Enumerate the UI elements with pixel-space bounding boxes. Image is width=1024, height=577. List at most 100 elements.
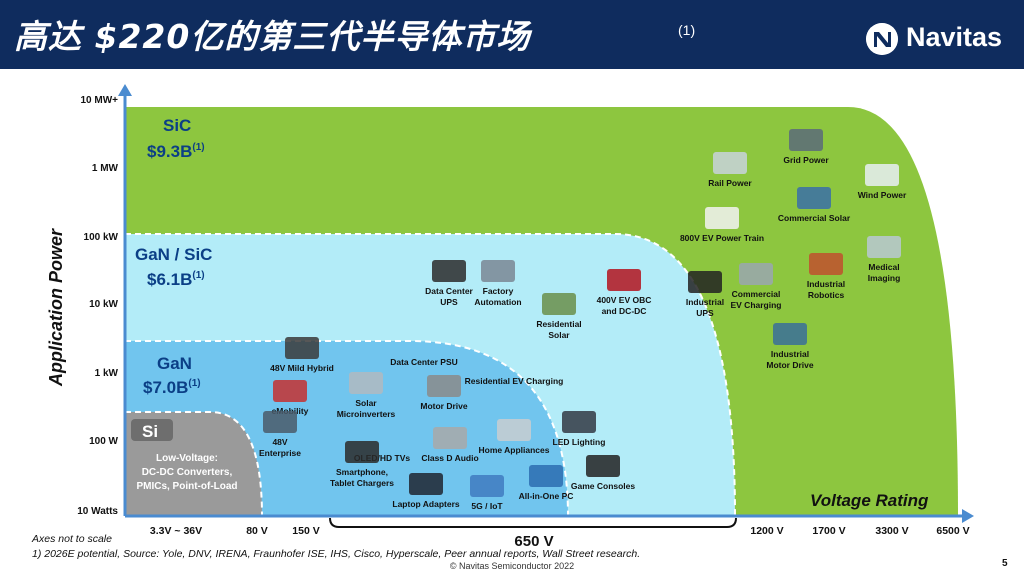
logo-text: Navitas bbox=[906, 22, 1003, 52]
application-icon bbox=[773, 323, 807, 345]
application-label: Smartphone, bbox=[336, 467, 388, 477]
x-axis-label: Voltage Rating bbox=[810, 491, 929, 510]
application-label: Motor Drive bbox=[420, 401, 468, 411]
title-banner: 高达 $220亿的第三代半导体市场 (1) Navitas bbox=[0, 0, 1024, 69]
application-label: OLED/HD TVs bbox=[354, 453, 410, 463]
application-icon bbox=[797, 187, 831, 209]
application-icon bbox=[586, 455, 620, 477]
application-icon bbox=[345, 441, 379, 463]
voltage-bracket-label: 650 V bbox=[514, 533, 553, 550]
application-label: Medical bbox=[868, 262, 899, 272]
y-tick-label: 1 MW bbox=[92, 163, 119, 174]
application-icon bbox=[529, 465, 563, 487]
y-tick-label: 100 W bbox=[89, 436, 118, 447]
application-label: Commercial bbox=[732, 289, 781, 299]
application-icon bbox=[867, 236, 901, 258]
application-label: Solar bbox=[548, 330, 570, 340]
gan-region-name: GaN bbox=[157, 354, 192, 373]
application-icon bbox=[809, 253, 843, 275]
x-tick-label: 3.3V ~ 36V bbox=[150, 525, 202, 537]
gan-sic-value-text: $6.1B bbox=[147, 270, 192, 289]
application-label: Data Center bbox=[425, 286, 473, 296]
application-icon bbox=[607, 269, 641, 291]
application-icon bbox=[285, 337, 319, 359]
application-label: All-in-One PC bbox=[519, 491, 574, 501]
application-icon bbox=[497, 419, 531, 441]
application-label: and DC-DC bbox=[602, 306, 647, 316]
x-tick-label: 3300 V bbox=[875, 525, 908, 537]
x-tick-label: 1700 V bbox=[812, 525, 845, 537]
application-icon bbox=[409, 473, 443, 495]
axes-note: Axes not to scale bbox=[31, 533, 112, 545]
application-label: Residential EV Charging bbox=[465, 376, 564, 386]
gan-value-note: (1) bbox=[188, 378, 200, 389]
application-icon bbox=[349, 372, 383, 394]
y-tick-label: 100 kW bbox=[84, 232, 119, 243]
x-tick-label: 1200 V bbox=[750, 525, 783, 537]
y-axis-arrow bbox=[118, 84, 132, 96]
application-label: Industrial bbox=[686, 297, 724, 307]
gan-sic-region-value: $6.1B(1) bbox=[147, 270, 205, 289]
navitas-logo: Navitas bbox=[866, 21, 1012, 55]
si-desc-line-3: PMICs, Point-of-Load bbox=[136, 481, 237, 492]
x-tick-label: 6500 V bbox=[936, 525, 969, 537]
application-label: Wind Power bbox=[858, 190, 907, 200]
application-icon bbox=[705, 207, 739, 229]
application-icon bbox=[427, 375, 461, 397]
application-label: Industrial bbox=[771, 349, 809, 359]
y-tick-label: 10 Watts bbox=[77, 506, 118, 517]
application-label: Tablet Chargers bbox=[330, 478, 394, 488]
application-icon bbox=[542, 293, 576, 315]
si-region-name: Si bbox=[142, 422, 158, 441]
application-label: Automation bbox=[474, 297, 521, 307]
application-icon bbox=[263, 411, 297, 433]
application-label: 48V bbox=[272, 437, 287, 447]
voltage-bracket bbox=[329, 517, 737, 528]
application-label: 800V EV Power Train bbox=[680, 233, 764, 243]
y-tick-label: 10 kW bbox=[89, 299, 118, 310]
application-label: Class D Audio bbox=[421, 453, 478, 463]
application-label: UPS bbox=[696, 308, 714, 318]
application-label: Grid Power bbox=[783, 155, 829, 165]
application-label: Data Center PSU bbox=[390, 357, 458, 367]
application-label: Microinverters bbox=[337, 409, 396, 419]
application-label: Laptop Adapters bbox=[392, 499, 459, 509]
application-label: Imaging bbox=[868, 273, 901, 283]
sic-region-name: SiC bbox=[163, 116, 191, 135]
application-icon bbox=[470, 475, 504, 497]
application-icon bbox=[432, 260, 466, 282]
application-label: Motor Drive bbox=[766, 360, 814, 370]
application-icon bbox=[273, 380, 307, 402]
application-icon bbox=[433, 427, 467, 449]
application-label: Solar bbox=[355, 398, 377, 408]
application-icon bbox=[562, 411, 596, 433]
application-icon bbox=[739, 263, 773, 285]
y-axis-label: Application Power bbox=[46, 228, 66, 387]
slide-title: 高达 $220亿的第三代半导体市场 bbox=[14, 17, 531, 56]
application-icon bbox=[789, 129, 823, 151]
page-number: 5 bbox=[1002, 558, 1008, 569]
navitas-logo-icon bbox=[866, 23, 898, 55]
application-icon bbox=[865, 164, 899, 186]
si-desc-line-1: Low-Voltage: bbox=[156, 453, 218, 464]
gan-region-value: $7.0B(1) bbox=[143, 378, 201, 397]
application-label: 48V Mild Hybrid bbox=[270, 363, 334, 373]
application-icon bbox=[688, 271, 722, 293]
application-icon bbox=[481, 260, 515, 282]
application-label: EV Charging bbox=[730, 300, 781, 310]
application-label: Rail Power bbox=[708, 178, 752, 188]
y-tick-label: 10 MW+ bbox=[80, 95, 118, 106]
gan-value-text: $7.0B bbox=[143, 378, 188, 397]
application-label: Commercial Solar bbox=[778, 213, 851, 223]
source-footnote: 1) 2026E potential, Source: Yole, DNV, I… bbox=[32, 548, 640, 560]
gan-sic-region-name: GaN / SiC bbox=[135, 245, 212, 264]
x-tick-label: 80 V bbox=[246, 525, 268, 537]
application-label: Home Appliances bbox=[478, 445, 549, 455]
application-label: Game Consoles bbox=[571, 481, 636, 491]
application-label: Enterprise bbox=[259, 448, 301, 458]
si-desc-line-2: DC-DC Converters, bbox=[142, 467, 233, 478]
sic-value-text: $9.3B bbox=[147, 142, 192, 161]
si-label-box bbox=[131, 419, 173, 441]
application-label: 400V EV OBC bbox=[597, 295, 652, 305]
